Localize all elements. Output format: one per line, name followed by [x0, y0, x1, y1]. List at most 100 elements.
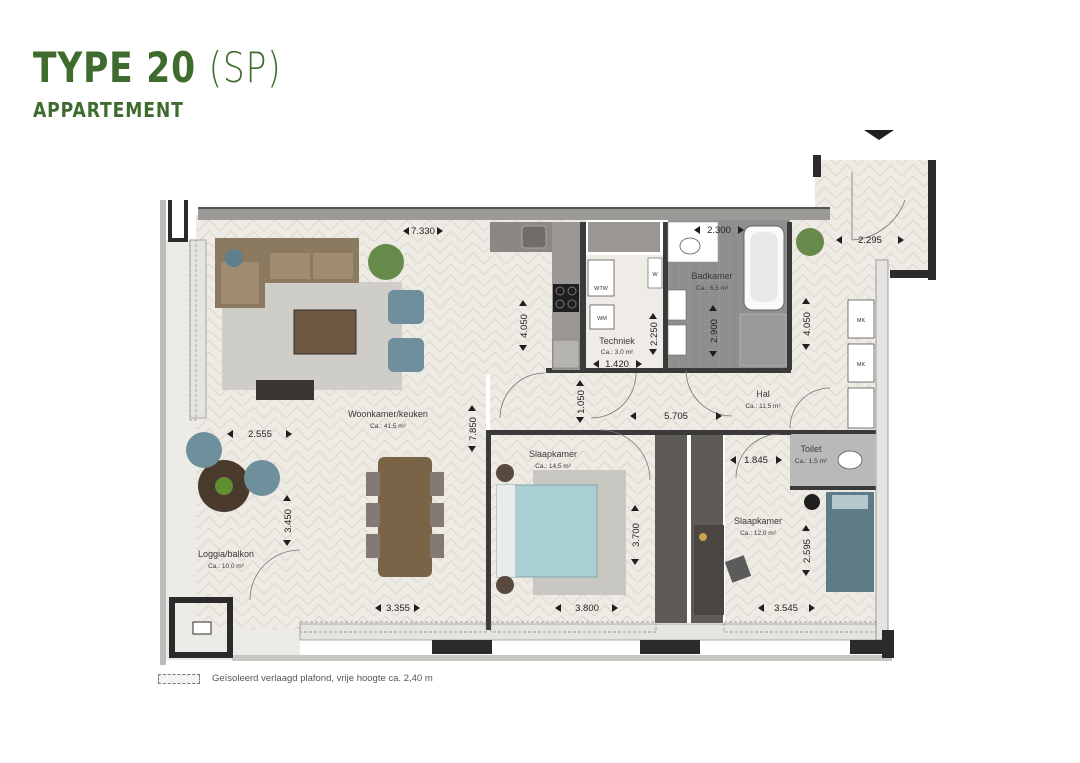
plant-icon: [368, 244, 404, 280]
wall-bath-east: [787, 222, 792, 370]
wall-bedrooms-north: [486, 430, 791, 435]
ceiling-zone-living: [299, 621, 487, 633]
page-subtitle: APPARTEMENT: [33, 98, 184, 122]
dim-living-depth: 7.850: [468, 417, 479, 441]
burner: [567, 299, 577, 309]
dining-chair: [366, 472, 380, 496]
w-label: W: [652, 272, 658, 278]
dim-dining-width: 3.355: [386, 603, 410, 614]
tv-cabinet: [256, 380, 314, 400]
door-entry-arc: [851, 199, 906, 241]
utility: MK MK: [837, 299, 875, 470]
door-bath: [685, 369, 733, 417]
room-name-woonkamer: Woonkamer/keuken: [348, 409, 428, 419]
shower-area: [739, 313, 787, 367]
dim-kitchen-depth: 4.050: [519, 314, 530, 338]
dining-chair: [366, 534, 380, 558]
dim-arrow: [593, 360, 642, 368]
burner: [555, 286, 565, 296]
room-name-slaapkamer2: Slaapkamer: [734, 516, 782, 526]
plant-icon: [796, 228, 824, 256]
wardrobe-bedroom1: [655, 435, 687, 623]
entrance-arrow: [864, 130, 894, 140]
wall-north-edge: [198, 207, 830, 209]
dim-arrow: [709, 305, 717, 357]
room-name-toilet: Toilet: [800, 444, 822, 454]
kitchen: [490, 222, 580, 370]
dim-bath-depth: 2.900: [709, 319, 720, 343]
room-name-loggia: Loggia/balkon: [198, 549, 254, 559]
room-area-slaapkamer1: Ca.: 14,5 m²: [535, 463, 572, 470]
sofa-chaise-seat: [221, 262, 259, 304]
entry-wall-bottom: [890, 270, 936, 278]
bath-toilet: [679, 237, 701, 255]
dim-bed1-depth: 3.700: [631, 523, 642, 547]
lowered-ceiling-zones: [189, 239, 877, 633]
room-labels: Woonkamer/keuken Ca.: 41,5 m² Techniek C…: [198, 271, 828, 570]
lamp-icon: [804, 494, 820, 510]
bathtub-inner: [750, 232, 778, 302]
dining-table: [378, 457, 432, 577]
wall-toilet-south: [790, 486, 880, 490]
techniek-shelf: [588, 222, 660, 252]
loggia-chair: [186, 432, 222, 468]
desk-chair: [724, 555, 752, 583]
wtw-unit: [587, 259, 615, 297]
nightstand: [496, 576, 514, 594]
dining-chair: [430, 472, 444, 496]
window-living: [432, 640, 492, 654]
dim-arrow: [694, 226, 744, 234]
dim-techniek-width: 1.420: [605, 359, 629, 370]
desk: [694, 525, 724, 615]
bathroom: [667, 221, 787, 367]
dim-bed2-width: 3.545: [774, 603, 798, 614]
dim-passage: 1.050: [576, 390, 587, 414]
dim-living-width: 7.330: [411, 226, 435, 237]
plant-icon: [215, 477, 233, 495]
legend: Geïsoleerd verlaagd plafond, vrije hoogt…: [158, 673, 433, 684]
cushion: [225, 249, 243, 267]
wall-kitchen-east: [580, 222, 586, 370]
window-bedroom: [640, 640, 700, 654]
dining-chair: [430, 534, 444, 558]
dining: [366, 457, 444, 577]
doors: [249, 172, 906, 601]
type-suffix: (SP): [208, 43, 282, 92]
dim-arrow: [758, 604, 815, 612]
room-area-slaapkamer2: Ca.: 12,0 m²: [740, 530, 777, 537]
pillow: [497, 485, 515, 577]
wall-toilet: [790, 430, 880, 434]
dimension-arrows: [227, 226, 904, 612]
shaft-inner: [192, 621, 212, 635]
mk-cabinet: [847, 343, 875, 383]
door-kitchen: [499, 372, 546, 419]
wall-hall-north: [546, 368, 791, 373]
room-name-hal: Hal: [756, 389, 770, 399]
kitchen-sink: [521, 225, 547, 249]
mk-label: MK: [857, 362, 866, 368]
fridge: [552, 339, 580, 369]
wall-east: [875, 259, 889, 641]
dim-loggia-depth: 3.450: [283, 509, 294, 533]
desk-lamp: [699, 533, 707, 541]
cupboard: [847, 387, 875, 429]
nightstand: [496, 464, 514, 482]
dim-arrow: [519, 300, 527, 351]
pillow: [832, 495, 868, 509]
wall-living-west: [189, 239, 207, 419]
door-loggia: [249, 549, 301, 601]
dining-chair: [366, 503, 380, 527]
w-unit: [647, 257, 663, 289]
dim-techniek-depth: 2.250: [649, 322, 660, 346]
wall-west-corner-fill: [172, 200, 184, 238]
wtw-label: WTW: [594, 286, 609, 292]
entry-wall-left: [813, 155, 821, 177]
ceiling-zone-bed2: [723, 621, 877, 633]
type-label: TYPE 20: [33, 43, 196, 92]
dim-arrow: [283, 495, 291, 546]
burner: [555, 299, 565, 309]
armchair: [388, 290, 424, 324]
coffee-table: [293, 309, 357, 355]
door-bedroom2: [735, 433, 781, 479]
